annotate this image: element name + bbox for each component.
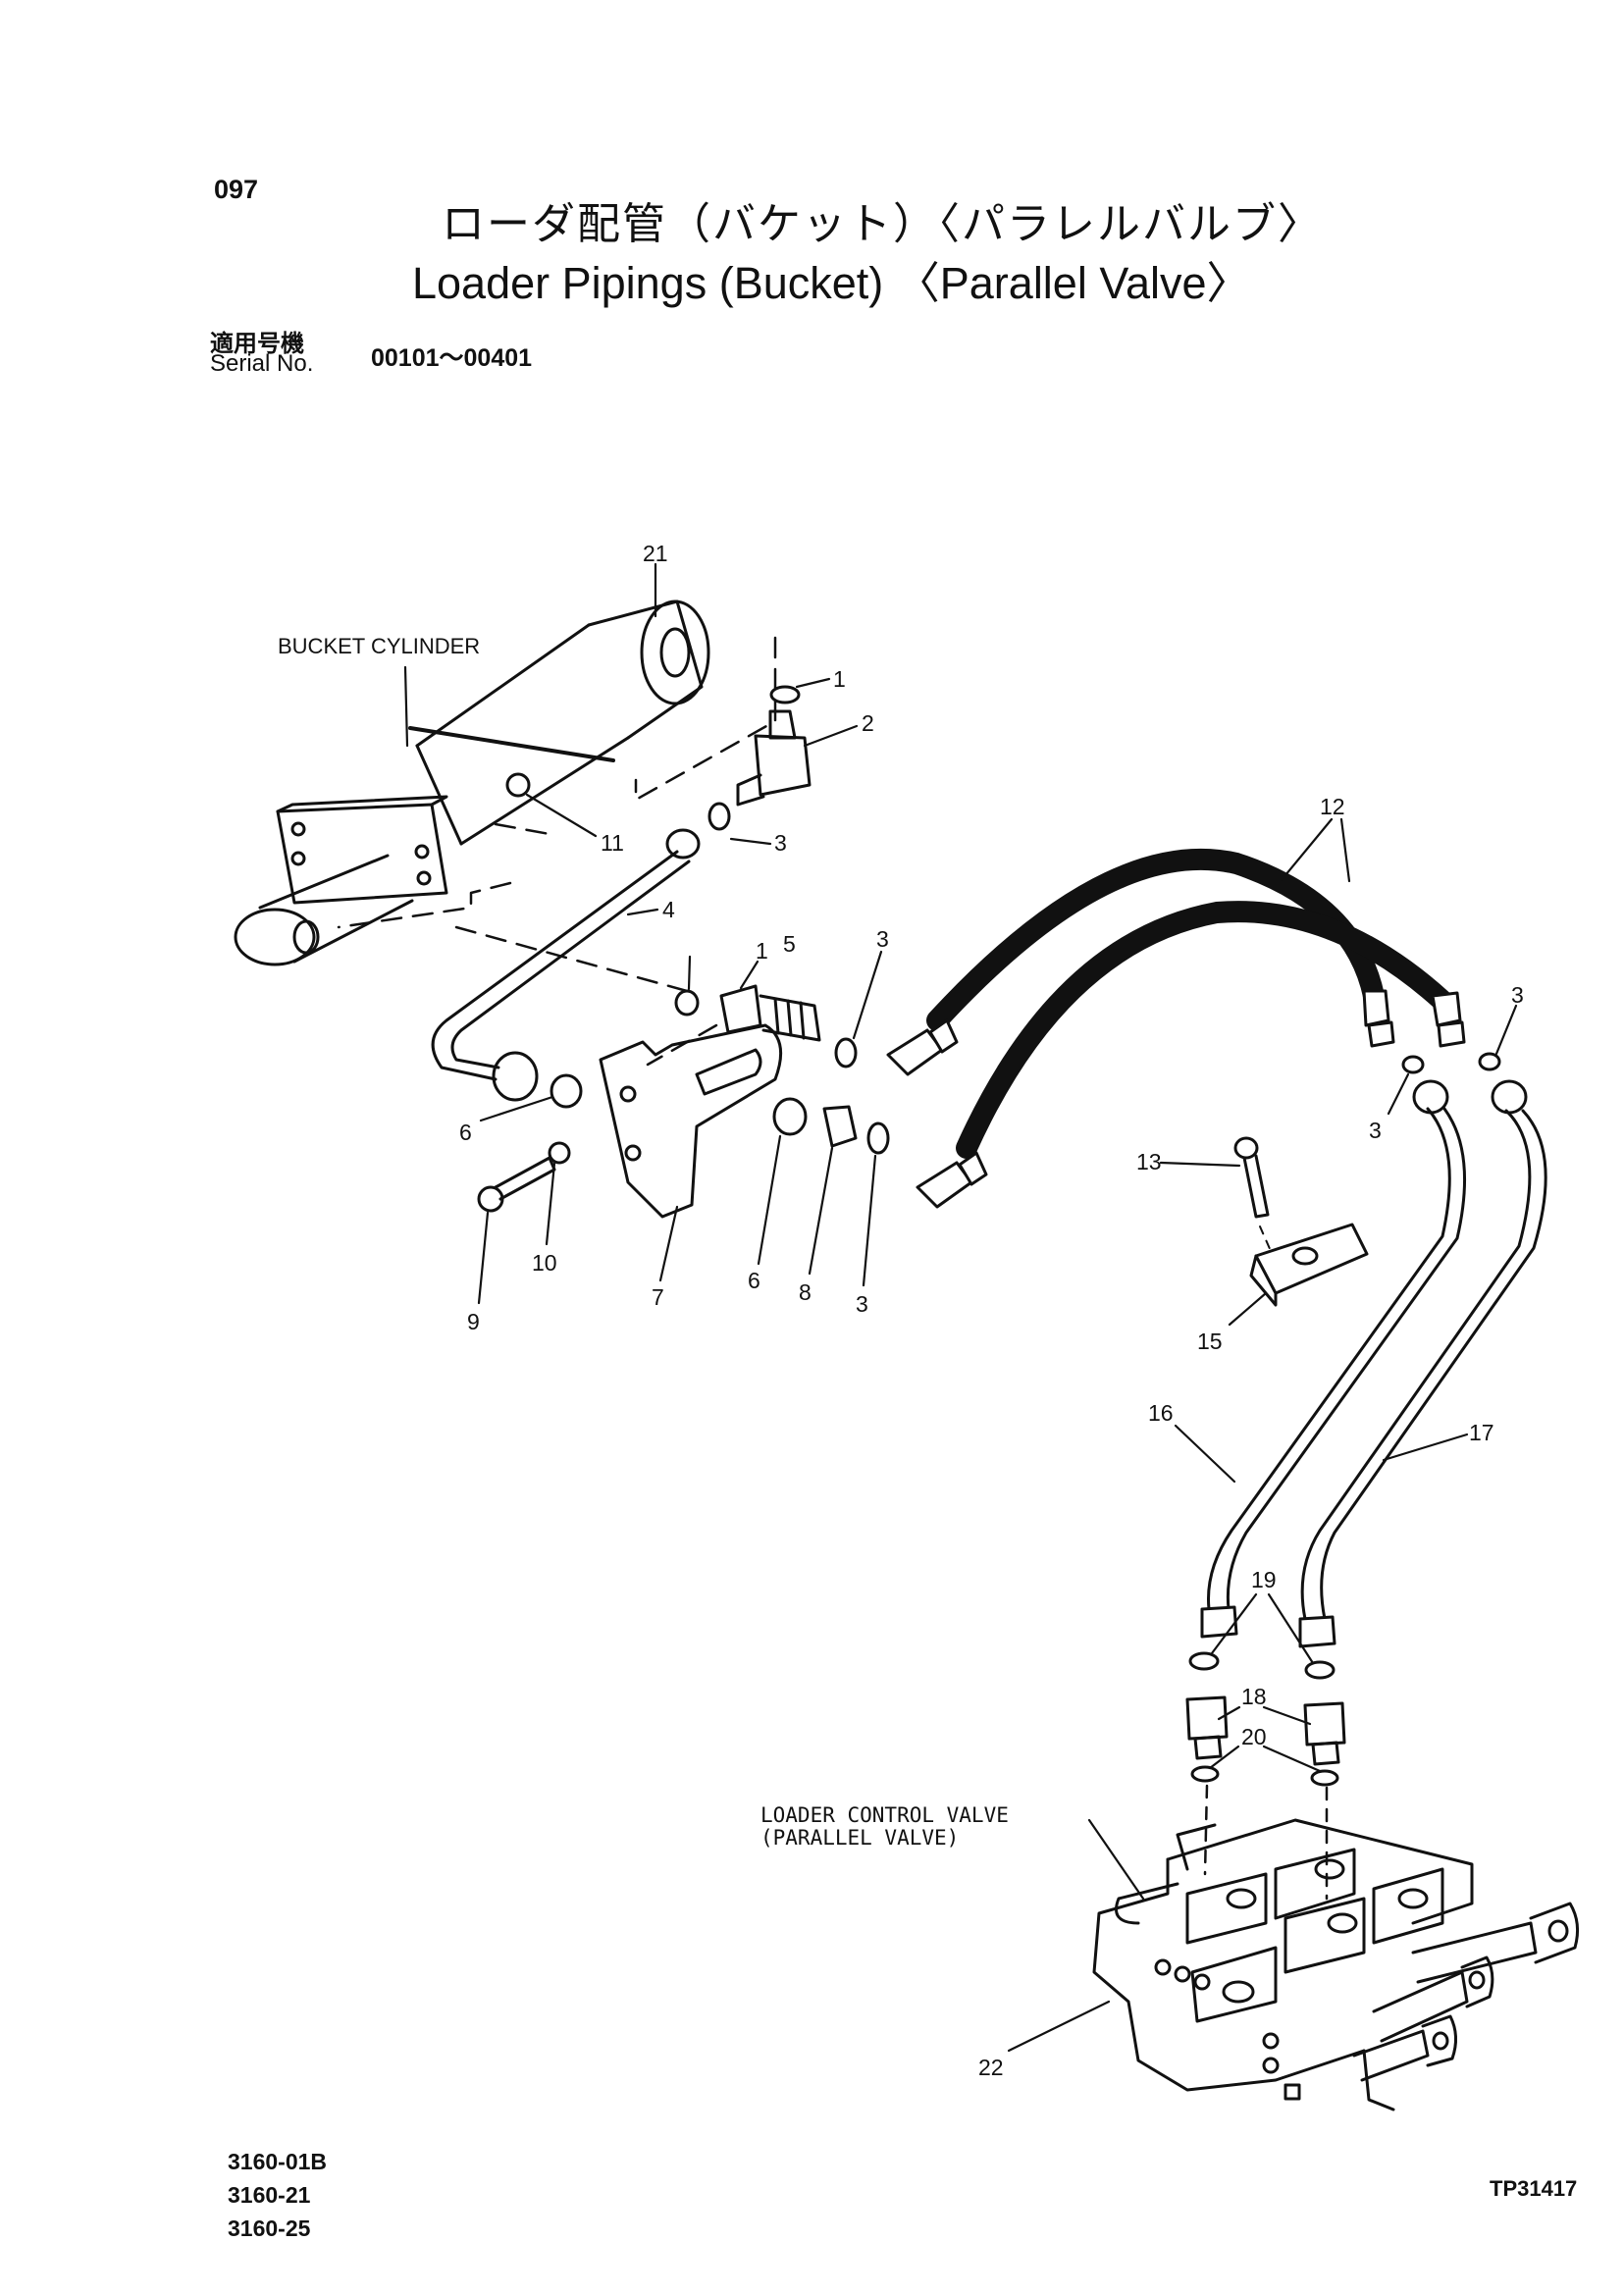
cylinder-rod-end xyxy=(234,908,316,966)
parallel-valve-label: (PARALLEL VALVE) xyxy=(760,1826,959,1850)
bucket-cylinder xyxy=(234,600,710,966)
callout-20: 20 xyxy=(1241,1724,1267,1749)
callout-13: 13 xyxy=(1136,1149,1162,1174)
callout-3: 3 xyxy=(856,1291,868,1317)
callout-11: 11 xyxy=(601,830,624,856)
loader-control-valve xyxy=(1092,1818,1580,2112)
serial-label-english: Serial No. xyxy=(210,350,314,377)
page-title-japanese: ローダ配管（バケット）〈パラレルバルブ〉 xyxy=(442,199,1323,249)
page-title-english: Loader Pipings (Bucket) 〈Parallel Valve〉 xyxy=(412,258,1251,308)
o-ring-3b xyxy=(834,1037,858,1069)
callout-18: 18 xyxy=(1241,1684,1267,1709)
callout-12: 12 xyxy=(1320,794,1345,819)
callout-4: 4 xyxy=(662,897,675,922)
adapter-18b xyxy=(1303,1701,1346,1766)
reference-code: 3160-25 xyxy=(228,2216,311,2241)
reference-code: 3160-01B xyxy=(228,2149,328,2174)
o-ring-3d xyxy=(1401,1055,1425,1074)
o-ring-1a xyxy=(769,685,801,704)
o-ring-3c xyxy=(866,1121,890,1155)
pipe-4 xyxy=(431,828,701,1102)
callout-7: 7 xyxy=(652,1284,664,1310)
callout-3: 3 xyxy=(1511,982,1524,1008)
callout-21: 21 xyxy=(643,541,668,566)
serial-label-japanese: 適用号機 xyxy=(210,330,304,357)
callout-3: 3 xyxy=(876,926,889,952)
o-ring-19b xyxy=(1304,1660,1336,1680)
reference-code: 3160-21 xyxy=(228,2182,311,2208)
callout-1: 1 xyxy=(833,666,846,692)
callout-16: 16 xyxy=(1148,1400,1174,1426)
callout-8: 8 xyxy=(799,1279,812,1305)
o-ring-3a xyxy=(707,802,731,831)
collar-6a xyxy=(550,1073,583,1109)
bucket-cylinder-label: BUCKET CYLINDER xyxy=(278,634,480,658)
figure-code: TP31417 xyxy=(1490,2176,1578,2201)
loader-control-valve-label: LOADER CONTROL VALVE xyxy=(760,1803,1009,1827)
o-ring-20b xyxy=(1310,1769,1339,1787)
callout-1: 1 xyxy=(756,938,768,964)
callout-22: 22 xyxy=(978,2055,1004,2080)
page-number: 097 xyxy=(214,175,259,204)
callout-6: 6 xyxy=(459,1120,472,1145)
o-ring-19a xyxy=(1188,1651,1220,1671)
o-ring-3e xyxy=(1478,1052,1501,1071)
adapter-18a xyxy=(1185,1695,1229,1760)
callout-10: 10 xyxy=(532,1250,557,1276)
callout-2: 2 xyxy=(862,710,874,736)
o-ring-20a xyxy=(1190,1765,1220,1783)
pipe-16 xyxy=(1200,1079,1466,1639)
callout-6: 6 xyxy=(748,1268,760,1293)
callout-9: 9 xyxy=(467,1309,480,1334)
serial-range: 00101～00401 xyxy=(371,344,533,372)
callout-17: 17 xyxy=(1469,1420,1494,1445)
callout-5: 5 xyxy=(783,931,796,957)
cylinder-flange xyxy=(276,803,448,905)
hose-assembly-12 xyxy=(886,848,1466,1209)
o-ring-1b xyxy=(674,989,700,1017)
elbow-fitting-2 xyxy=(736,709,812,807)
callout-3: 3 xyxy=(1369,1118,1382,1143)
bracket-7 xyxy=(599,1023,783,1219)
bolt-13 xyxy=(1233,1136,1270,1219)
callout-3: 3 xyxy=(774,830,787,856)
nut-8 xyxy=(822,1105,858,1148)
callout-15: 15 xyxy=(1197,1329,1223,1354)
clamp-15 xyxy=(1249,1223,1369,1307)
pipe-17 xyxy=(1298,1079,1547,1648)
bolt-9 xyxy=(477,1156,556,1213)
washer-10 xyxy=(548,1141,571,1165)
collar-6b xyxy=(772,1097,808,1136)
nut-11 xyxy=(505,772,531,798)
callout-19: 19 xyxy=(1251,1567,1277,1592)
